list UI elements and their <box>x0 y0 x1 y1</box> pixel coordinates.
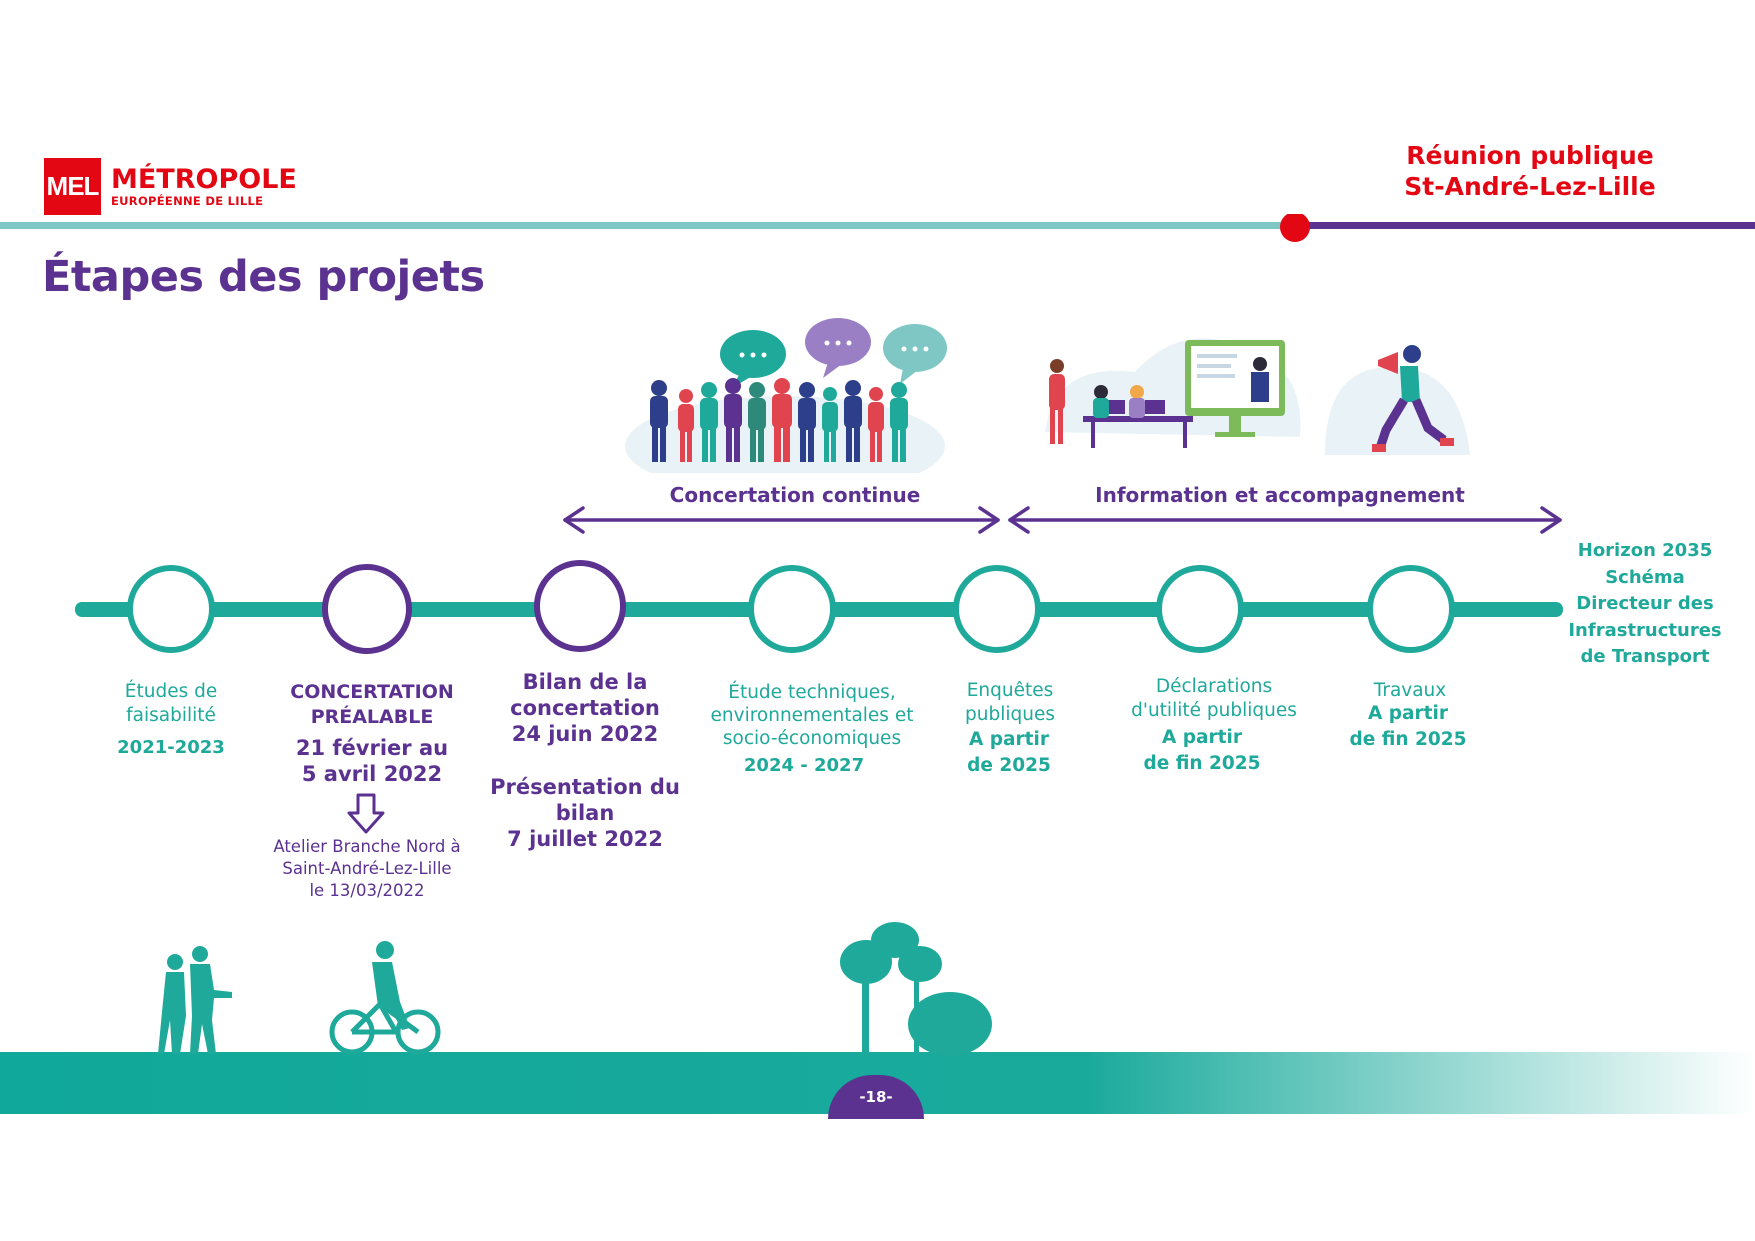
step-bilan-label: Bilan de la concertation 24 juin 2022 <box>470 669 700 747</box>
megaphone-illustration <box>1325 345 1470 455</box>
tree-icon <box>840 922 992 1056</box>
step-date: 2021-2023 <box>117 737 225 758</box>
header-band-dot <box>1280 214 1310 242</box>
step-text: socio-économiques <box>722 728 902 749</box>
person-icon <box>1049 359 1065 444</box>
step-text: 7 juillet 2022 <box>507 827 663 851</box>
step-bilan-presentation: Présentation du bilan 7 juillet 2022 <box>470 774 700 852</box>
phase-concertation-continue: Concertation continue <box>669 483 921 507</box>
step-text: PRÉALABLE <box>310 706 434 728</box>
step-travaux-date: A partir de fin 2025 <box>1325 701 1491 753</box>
step-date: 5 avril 2022 <box>301 762 443 786</box>
phase-information-accompagnement: Information et accompagnement <box>1095 483 1465 507</box>
person-icon <box>1093 385 1145 418</box>
step-text: Enquêtes <box>966 680 1054 701</box>
step-text: Déclarations <box>1155 676 1273 697</box>
horizon-line: de Transport <box>1580 646 1710 667</box>
step-text: concertation <box>510 696 660 720</box>
step-note: Atelier Branche Nord à <box>273 837 461 856</box>
step-declarations-label: Déclarations d'utilité publiques <box>1100 675 1328 723</box>
step-date: de 2025 <box>967 755 1051 776</box>
step-concertation-label: CONCERTATION PRÉALABLE <box>252 680 492 730</box>
step-text: publiques <box>965 704 1055 725</box>
page-title: Étapes des projets <box>42 252 485 302</box>
step-etudes-label: Études de faisabilité <box>71 680 271 728</box>
arrow-information-accompagnement <box>1008 506 1562 534</box>
logo-subtitle: EUROPÉENNE DE LILLE <box>111 194 264 208</box>
walkers-icon <box>158 946 232 1054</box>
step-enquetes-date: A partir de 2025 <box>925 727 1093 779</box>
meeting-line-2: St-André-Lez-Lille <box>1404 172 1656 201</box>
person-icon <box>1372 345 1454 452</box>
table-icon <box>1083 416 1193 448</box>
meeting-illustration <box>1045 338 1301 448</box>
timeline-node-etudes <box>127 565 215 653</box>
step-text: 24 juin 2022 <box>511 722 659 746</box>
step-etudes-date: 2021-2023 <box>71 736 271 760</box>
step-text: d'utilité publiques <box>1131 700 1297 721</box>
step-note: le 13/03/2022 <box>309 881 425 900</box>
step-date: A partir <box>1368 703 1448 724</box>
meeting-line-1: Réunion publique <box>1406 141 1654 170</box>
step-text: Bilan de la <box>522 670 648 694</box>
speech-bubble-icon <box>883 324 947 384</box>
monitor-icon <box>1185 340 1285 437</box>
step-text: Travaux <box>1373 680 1447 701</box>
step-note: Saint-André-Lez-Lille <box>282 859 452 878</box>
timeline-node-concertation <box>322 564 412 654</box>
step-text: Présentation du <box>490 775 680 799</box>
step-date: A partir <box>1162 727 1242 748</box>
step-concertation-date: 21 février au 5 avril 2022 <box>252 735 492 787</box>
meeting-title: Réunion publique St-André-Lez-Lille <box>1360 140 1700 202</box>
header-band <box>0 214 1755 242</box>
step-text: CONCERTATION <box>290 681 454 703</box>
step-enquetes-label: Enquêtes publiques <box>930 679 1090 727</box>
horizon-line: Horizon 2035 <box>1577 540 1713 561</box>
step-date: de fin 2025 <box>1143 753 1261 774</box>
step-text: Étude techniques, <box>728 682 896 703</box>
timeline-node-travaux <box>1367 565 1455 653</box>
step-etude-techniques-label: Étude techniques, environnementales et s… <box>672 681 952 750</box>
header-band-purple <box>1295 222 1755 229</box>
arrow-concertation-continue <box>563 506 1000 534</box>
timeline-node-enquetes <box>953 565 1041 653</box>
timeline-node-etude-techniques <box>748 565 836 653</box>
step-date: de fin 2025 <box>1349 729 1467 750</box>
horizon-label: Horizon 2035 Schéma Directeur des Infras… <box>1560 538 1730 671</box>
step-text: faisabilité <box>126 705 216 726</box>
step-text: bilan <box>555 801 615 825</box>
logo-mark: MEL <box>44 158 101 215</box>
cyclist-icon <box>329 941 441 1055</box>
step-date: A partir <box>969 729 1049 750</box>
down-arrow-icon <box>347 793 385 834</box>
horizon-line: Directeur des <box>1576 593 1714 614</box>
header-band-teal <box>0 222 1295 229</box>
step-etude-techniques-date: 2024 - 2027 <box>672 754 936 778</box>
step-text: environnementales et <box>710 705 914 726</box>
crowd-illustration <box>625 318 947 473</box>
timeline-node-bilan <box>534 560 626 652</box>
logo-name: MÉTROPOLE <box>111 164 297 195</box>
laptop-icon <box>1105 400 1165 414</box>
phase-arrows <box>563 506 1562 534</box>
step-date: 2024 - 2027 <box>743 755 865 776</box>
step-declarations-date: A partir de fin 2025 <box>1100 725 1304 777</box>
people-icon <box>650 378 908 462</box>
timeline <box>75 560 1563 654</box>
step-concertation-note: Atelier Branche Nord à Saint-André-Lez-L… <box>232 836 502 902</box>
horizon-line: Schéma <box>1605 566 1685 588</box>
megaphone-icon <box>1378 352 1398 374</box>
step-text: Études de <box>124 681 218 702</box>
speech-bubble-icon <box>805 318 871 378</box>
step-date: 21 février au <box>295 736 449 760</box>
timeline-node-declarations <box>1156 565 1244 653</box>
horizon-line: Infrastructures <box>1568 619 1722 641</box>
step-travaux-label: Travaux <box>1330 679 1490 703</box>
